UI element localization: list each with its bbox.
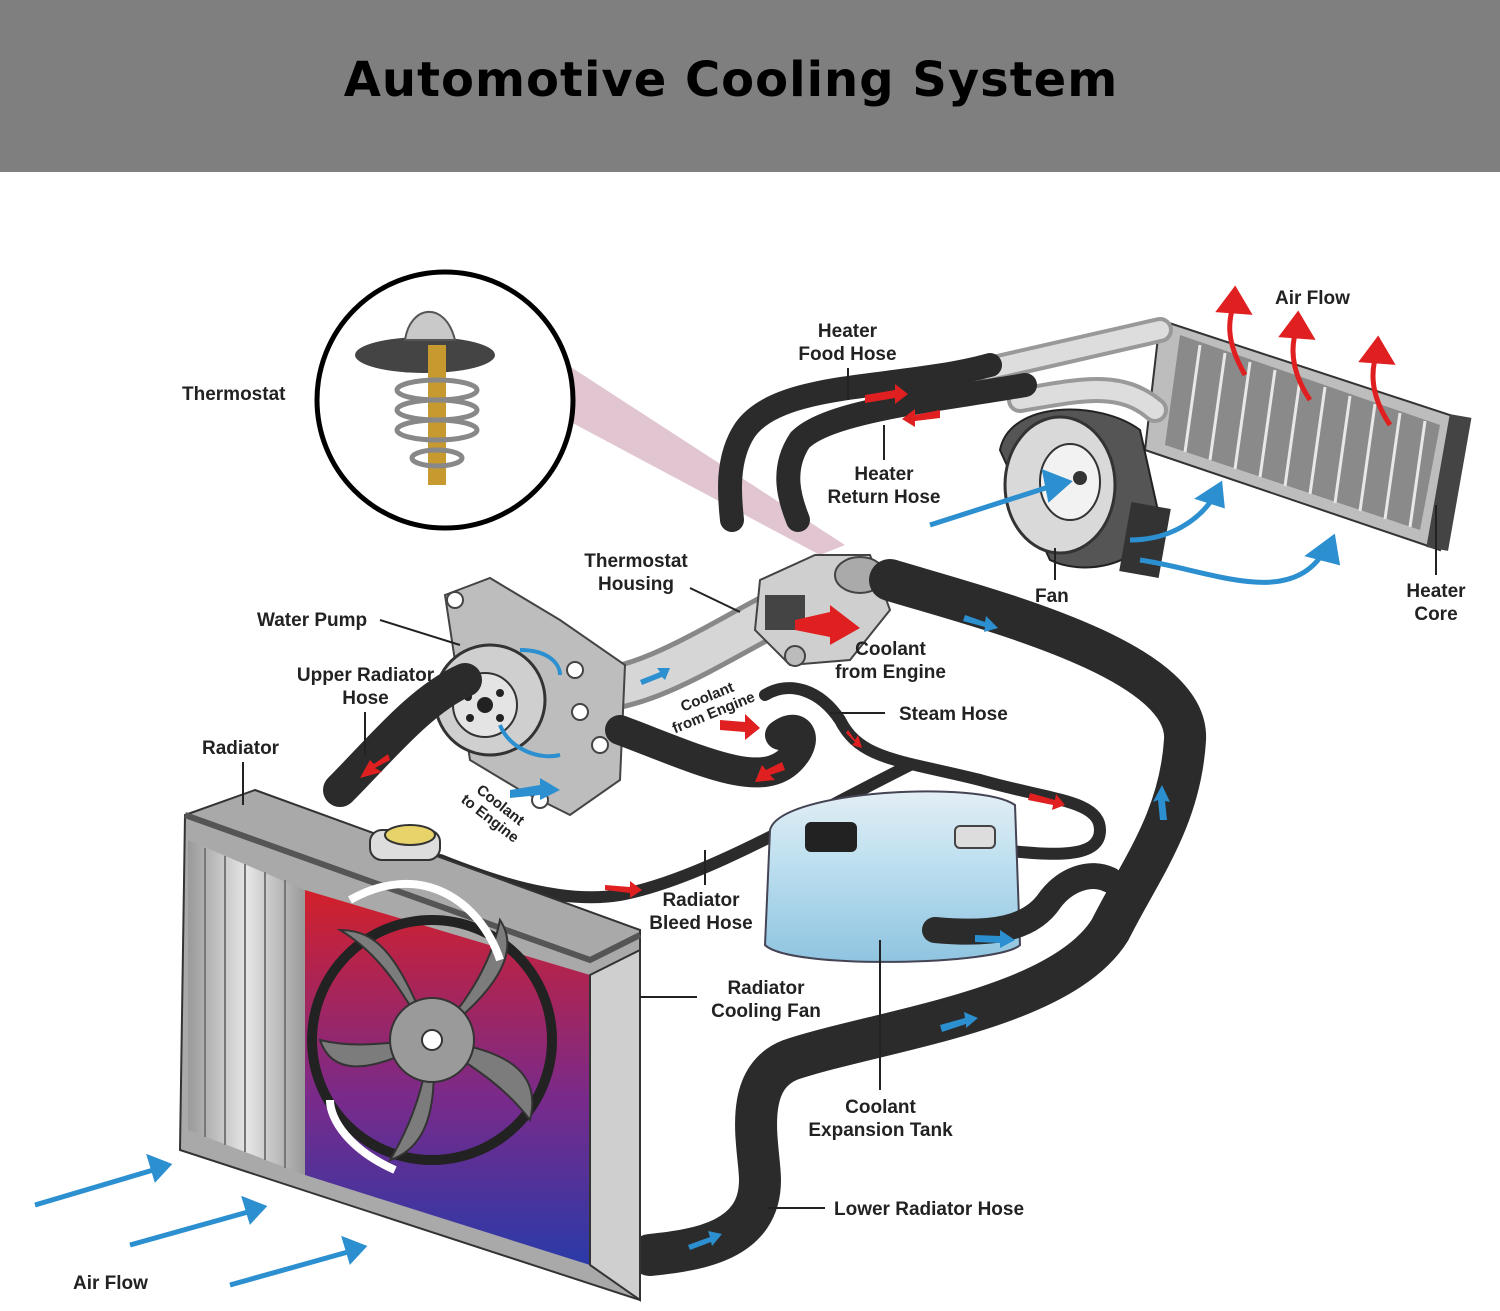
label-heater-core-line2: Core (1414, 604, 1458, 625)
main-return-hose (629, 559, 1206, 1276)
label-coolant-from-engine-line1: Coolant (855, 639, 926, 660)
heater-hoses (717, 353, 1037, 532)
tank-outlet-hose (922, 863, 1123, 945)
label-steam-hose: Steam Hose (899, 704, 1008, 725)
label-thermostat-housing-line2: Housing (598, 574, 674, 595)
label-upper-radiator-hose-line2: Hose (342, 688, 389, 709)
label-coolant-expansion-tank-line2: Expansion Tank (808, 1120, 953, 1141)
title-banner: Automotive Cooling System (0, 0, 1500, 172)
label-air-flow-bottom: Air Flow (73, 1273, 148, 1294)
label-upper-radiator-hose: Upper Radiator Hose (288, 664, 443, 710)
blower-fan-shape (998, 408, 1171, 578)
label-heater-food-hose-line1: Heater (817, 321, 878, 342)
hot-flow-arrows (360, 384, 1065, 898)
label-fan: Fan (1035, 586, 1069, 607)
thermostat-housing-shape (753, 554, 892, 667)
label-heater-return-hose-line2: Return Hose (827, 487, 941, 508)
label-radiator-bleed-hose-line2: Bleed Hose (649, 913, 753, 934)
label-thermostat-housing-line1: Thermostat (584, 551, 688, 572)
heater-pipes (972, 317, 1173, 423)
label-radiator-bleed-hose-line1: Radiator (662, 890, 740, 911)
label-radiator: Radiator (202, 738, 280, 759)
label-coolant-from-engine-line2: from Engine (835, 662, 946, 683)
radiator-fan-shape (307, 879, 557, 1174)
label-heater-core-line1: Heater (1406, 581, 1466, 602)
label-air-flow-top: Air Flow (1275, 288, 1350, 309)
label-coolant-from-engine: Coolant from Engine (828, 638, 953, 684)
label-water-pump: Water Pump (257, 610, 368, 631)
heater-core-shape (1143, 318, 1472, 552)
label-heater-core: Heater Core (1400, 580, 1472, 626)
label-coolant-expansion-tank: Coolant Expansion Tank (798, 1096, 963, 1142)
thermostat-zoom-circle (314, 269, 576, 531)
label-heater-return-hose-line1: Heater (854, 464, 914, 485)
pump-bypass-hose (605, 714, 816, 788)
label-lower-radiator-hose: Lower Radiator Hose (834, 1199, 1025, 1220)
zoom-cone (520, 360, 845, 555)
leader-lines (242, 368, 1437, 1209)
label-radiator-cooling-fan-line2: Cooling Fan (711, 1001, 821, 1022)
label-thermostat-housing: Thermostat Housing (575, 550, 697, 596)
label-thermostat: Thermostat (182, 384, 286, 405)
coolant-from-engine-arrow (795, 605, 860, 645)
label-upper-radiator-hose-line1: Upper Radiator (296, 665, 435, 686)
label-coolant-expansion-tank-line1: Coolant (845, 1097, 916, 1118)
cold-flow-arrows (510, 615, 1170, 1250)
label-heater-food-hose-line2: Food Hose (798, 344, 897, 365)
cold-air-arrows (34, 469, 1341, 1288)
label-heater-food-hose: Heater Food Hose (790, 320, 905, 366)
hot-air-arrows (1215, 285, 1396, 427)
label-heater-return-hose: Heater Return Hose (818, 463, 950, 509)
label-radiator-bleed-hose: Radiator Bleed Hose (640, 889, 762, 935)
page-title: Automotive Cooling System (343, 52, 1119, 108)
label-radiator-cooling-fan: Radiator Cooling Fan (702, 977, 830, 1023)
upper-radiator-hose (323, 663, 482, 807)
label-radiator-cooling-fan-line1: Radiator (727, 978, 805, 999)
